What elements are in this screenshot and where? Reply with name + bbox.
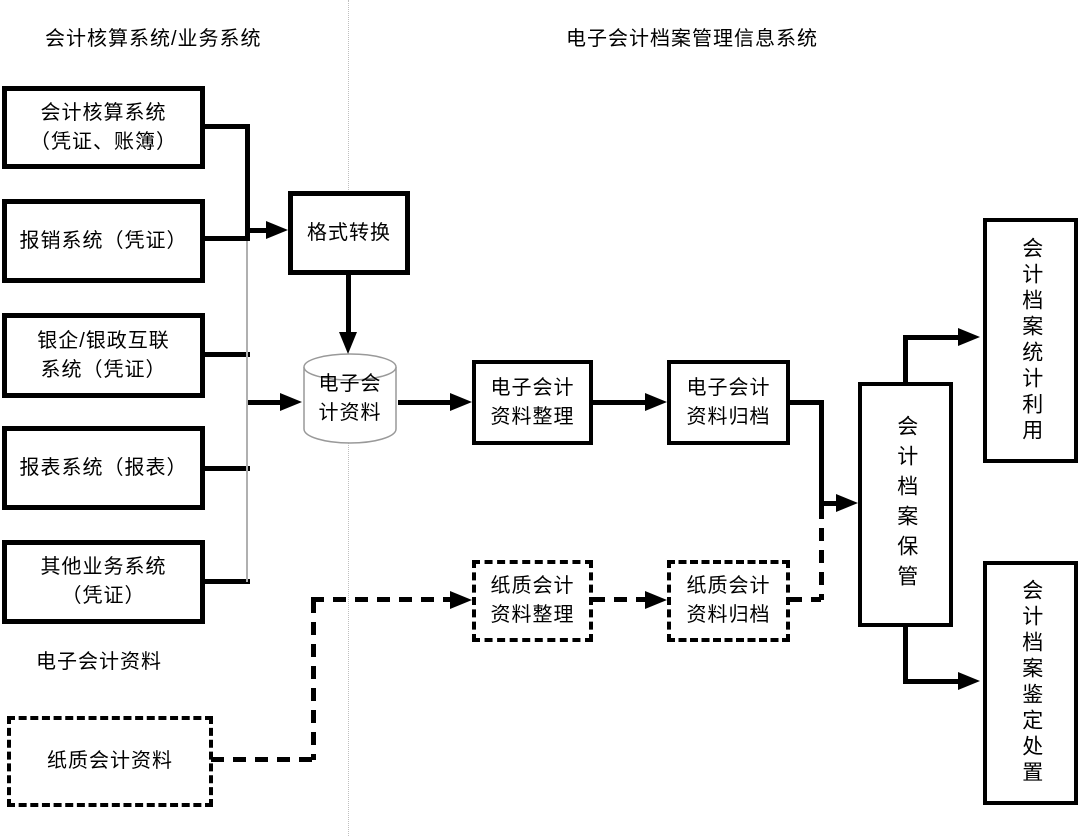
label-electronic-data: 电子会计资料 [36,651,162,673]
arrowhead-cylinder-organize [450,393,472,411]
arrowhead-paper-organize [450,591,472,609]
node-e-archive: 电子会计 资料归档 [667,360,790,445]
node-other-business-system: 其他业务系统 （凭证） [2,540,205,624]
connector-cylinder-organize [398,400,452,405]
arrowhead-to-format [266,221,288,239]
node-bank-gov-interlink-system: 银企/银政互联 系统（凭证） [2,313,205,398]
connector-earchive-out [789,400,824,405]
connector-porganize-parchive-dashed [592,597,645,602]
connector-organize-archive [592,400,647,405]
connector-into-storage [819,501,838,506]
arrowhead-porganize-parchive [645,591,667,609]
connector-paper-out-dashed [211,757,315,762]
arrowhead-format-down [339,332,357,354]
header-source-systems: 会计核算系统/业务系统 [45,28,262,50]
connector-stub-1 [203,124,250,129]
connector-paper-up-dashed [311,600,316,760]
connector-stub-3 [203,352,250,357]
arrowhead-organize-archive [645,393,667,411]
node-accounting-system: 会计核算系统 （凭证、账簿） [2,86,205,169]
arrowhead-storage-appraisal [958,672,980,690]
node-format-conversion: 格式转换 [288,191,410,275]
node-p-archive: 纸质会计 资料归档 [667,560,790,642]
cylinder-shape [303,353,397,444]
connector-storage-up [903,335,908,384]
connector-stub-4 [203,466,250,471]
connector-to-format [248,228,268,233]
connector-stub-5 [203,579,250,584]
cylinder-label: 电子会 计资料 [318,373,382,424]
connector-earchive-down [819,400,824,504]
connector-storage-down [903,625,908,684]
connector-collector-gray [246,126,248,582]
connector-parchive-out-dashed [789,597,821,602]
node-p-organize: 纸质会计 资料整理 [472,560,593,642]
connector-paper-to-organize-dashed [311,597,450,602]
connector-collector-black [245,124,250,241]
node-stats-use: 会计档案统计利用 [983,218,1078,463]
connector-format-down [346,273,351,334]
header-archive-system: 电子会计档案管理信息系统 [566,28,818,50]
node-appraisal-disposal: 会计档案鉴定处置 [983,561,1078,805]
node-reimbursement-system: 报销系统（凭证） [2,199,205,283]
node-report-system: 报表系统（报表） [2,426,205,510]
node-e-organize: 电子会计 资料整理 [472,360,593,445]
connector-storage-statsuse [903,335,960,340]
arrowhead-to-cylinder [280,393,302,411]
connector-parchive-up-dashed [819,506,824,600]
arrowhead-into-storage [836,494,858,512]
arrowhead-storage-statsuse [958,328,980,346]
connector-to-cylinder [248,400,282,405]
node-electronic-data-store: 电子会 计资料 [302,352,398,446]
node-paper-data: 纸质会计资料 [7,716,213,807]
connector-storage-appraisal [903,679,960,684]
node-archive-storage: 会计档案保管 [858,382,953,627]
connector-stub-2 [203,236,250,241]
